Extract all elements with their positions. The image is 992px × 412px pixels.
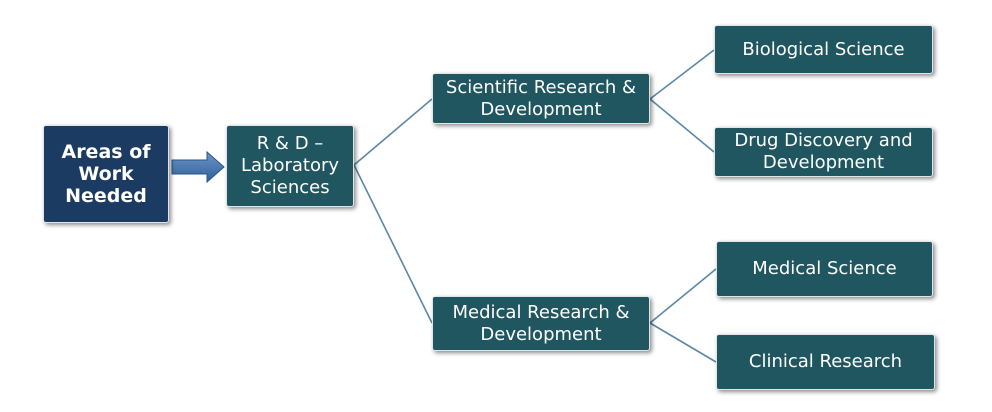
node-scientific-research-development: Scientific Research & Development (432, 73, 650, 124)
node-biological-science: Biological Science (714, 25, 933, 74)
connector-medical-clinical (649, 322, 717, 363)
node-clinical-research: Clinical Research (716, 334, 935, 390)
node-areas-of-work-needed-label: Areas of Work Needed (61, 141, 151, 207)
node-clinical-research-label: Clinical Research (748, 351, 903, 372)
connector-scientific-drug (649, 98, 715, 153)
node-biological-science-label: Biological Science (742, 38, 905, 60)
connector-medical-medical-science (649, 268, 717, 324)
node-medical-science: Medical Science (716, 241, 933, 297)
node-rd-laboratory-sciences: R & D – Laboratory Sciences (226, 125, 354, 207)
node-areas-of-work-needed: Areas of Work Needed (43, 125, 169, 223)
node-medical-science-label: Medical Science (752, 258, 897, 279)
connector-rd-medical (353, 164, 433, 324)
node-medical-research-development: Medical Research & Development (432, 296, 650, 351)
connector-scientific-biological (649, 49, 715, 100)
connector-rd-scientific (353, 98, 433, 166)
node-rd-laboratory-sciences-label: R & D – Laboratory Sciences (240, 133, 340, 198)
node-drug-discovery-development: Drug Discovery and Development (714, 127, 933, 177)
node-drug-discovery-development-label: Drug Discovery and Development (734, 130, 913, 173)
node-scientific-research-development-label: Scientific Research & Development (445, 76, 637, 120)
node-medical-research-development-label: Medical Research & Development (452, 301, 630, 345)
block-arrow (171, 150, 225, 184)
